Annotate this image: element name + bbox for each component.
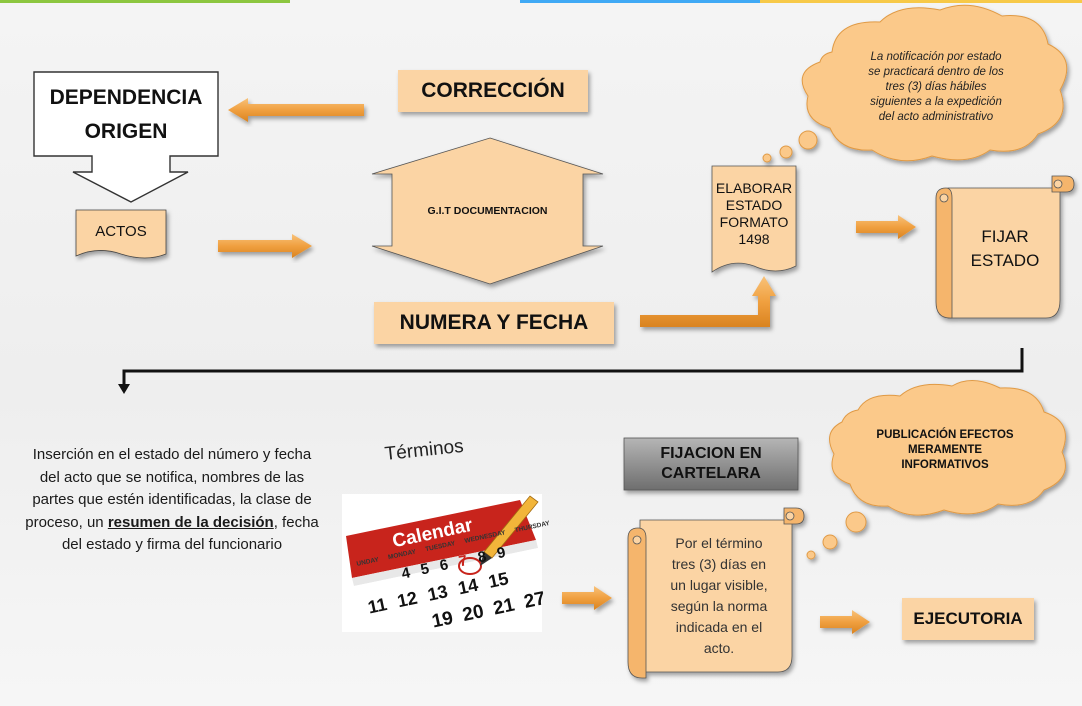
cloud-top-text: La notificación por estado se practicará… (842, 40, 1030, 134)
calendar-num: 7 (457, 552, 469, 571)
cloud-top-line1: La notificación por estado (870, 50, 1002, 63)
arrow-elaborar-to-fijar (856, 215, 916, 239)
black-connector-arrowhead (118, 384, 130, 394)
actos-label: ACTOS (95, 222, 147, 240)
fijar-estado-scroll (935, 175, 1075, 319)
top-bar-blue (520, 0, 760, 3)
cloud-top-line3: tres (3) días hábiles (885, 80, 987, 93)
fijacion-cartelera-box (623, 437, 799, 491)
elaborar-estado-label: ELABORAR ESTADO FORMATO 1498 (712, 170, 796, 258)
actos-document-shape (75, 209, 167, 259)
termino-line5: indicada en el (675, 619, 763, 635)
numera-fecha-label: NUMERA Y FECHA (374, 302, 614, 344)
origen-line: ORIGEN (84, 120, 168, 143)
termino-scroll-text: Por el término tres (3) días en un lugar… (648, 528, 790, 664)
termino-line6: acto. (703, 640, 735, 656)
insercion-part1: Inserción en el estado del número y fech… (25, 446, 312, 531)
calendar-num: 15 (486, 568, 511, 592)
insercion-part2: , fecha del estado y firma del funcionar… (61, 513, 319, 554)
fijar-line: FIJAR (981, 227, 1029, 246)
cloud-bottom-line1: PUBLICACIÓN EFECTOS (876, 429, 1014, 441)
cloud-bottom-line3: INFORMATIVOS (901, 459, 989, 471)
cloud-top-line5: del acto administrativo (878, 110, 994, 123)
top-accent-bar (0, 0, 1082, 6)
arrow-numera-to-elaborar (640, 276, 776, 327)
elaborar-document-shape (711, 165, 797, 273)
top-bar-yellow (760, 0, 1082, 3)
correccion-label: CORRECCIÓN (398, 70, 588, 112)
dependencia-line: DEPENDENCIA (49, 86, 203, 109)
cloud-top-line4: siguientes a la expedición (870, 95, 1002, 108)
ejecutoria-label: EJECUTORIA (902, 598, 1034, 640)
black-connector-line (122, 348, 1024, 386)
calendar-num: 8 (476, 548, 489, 567)
dependencia-origen-label: DEPENDENCIA ORIGEN (34, 76, 218, 154)
termino-scroll (627, 507, 805, 679)
calendar-num: 6 (438, 556, 450, 575)
insercion-underlined: resumen de la decisión (107, 513, 274, 531)
calendar-num: 5 (419, 560, 431, 579)
thought-cloud-top (762, 4, 1068, 163)
elaborar-line3: FORMATO (719, 214, 789, 230)
cloud-bottom-text: PUBLICACIÓN EFECTOS MERAMENTE INFORMATIV… (852, 422, 1038, 496)
cloud-top-line2: se practicará dentro de los (868, 65, 1004, 78)
calendar-num: 12 (395, 587, 420, 612)
elaborar-line1: ELABORAR (715, 180, 793, 196)
estado-line: ESTADO (970, 251, 1040, 270)
dependencia-origen-shape (33, 71, 219, 203)
calendar-image (342, 494, 542, 632)
top-bar-green (0, 0, 290, 3)
calendar-num: 27 (522, 588, 548, 613)
calendar-num: 13 (425, 581, 450, 605)
termino-line2: tres (3) días en (671, 556, 767, 572)
cloud-bottom-line2: MERAMENTE (907, 444, 983, 456)
arrow-actos-to-git (218, 234, 312, 258)
git-documentacion-shape (371, 137, 604, 285)
insercion-paragraph: Inserción en el estado del número y fech… (22, 444, 322, 557)
calendar-num: 11 (366, 594, 389, 618)
termino-line1: Por el término (675, 535, 763, 551)
calendar-num: 19 (430, 607, 456, 633)
arrow-calendar-to-scroll (562, 586, 612, 610)
arrow-correccion-to-dependencia (228, 98, 364, 122)
calendar-num: 21 (491, 594, 517, 620)
elaborar-line4: 1498 (738, 231, 770, 247)
fijacion-line1: FIJACION EN (660, 445, 762, 462)
calendar-num: 20 (460, 601, 486, 627)
arrow-scroll-to-ejecutoria (820, 610, 870, 634)
fijacion-cartelera-label: FIJACION EN CARTELARA (624, 438, 798, 490)
elaborar-line2: ESTADO (725, 197, 783, 213)
calendar-num: 14 (456, 574, 480, 599)
fijar-estado-label: FIJAR ESTADO (952, 214, 1058, 284)
git-documentacion-label: G.I.T DOCUMENTACION (427, 205, 548, 217)
termino-line4: según la norma (670, 598, 768, 614)
fijacion-line2: CARTELARA (661, 465, 761, 482)
thought-cloud-bottom (806, 380, 1066, 560)
termino-line3: un lugar visible, (670, 577, 768, 593)
